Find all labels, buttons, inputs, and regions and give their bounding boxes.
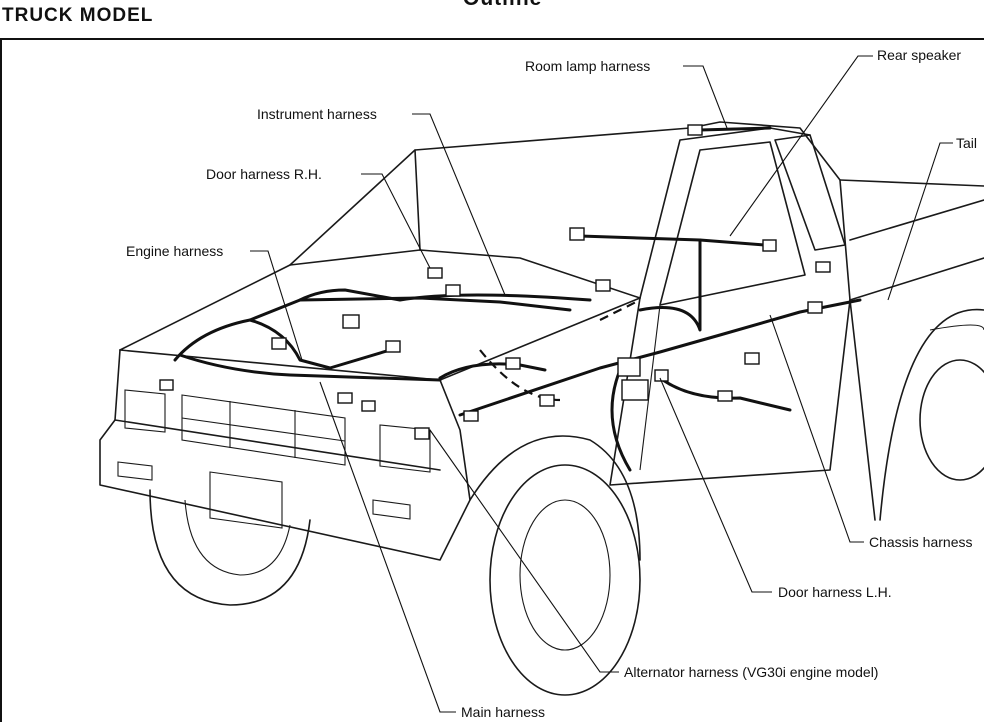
connector xyxy=(621,379,649,401)
connector xyxy=(159,379,174,391)
label-chassis-harness: Chassis harness xyxy=(869,534,973,550)
connector xyxy=(271,337,287,350)
label-door-harness-rh: Door harness R.H. xyxy=(206,166,322,182)
connector xyxy=(744,352,760,365)
page-title: Outline xyxy=(463,0,542,11)
connector xyxy=(361,400,376,412)
harness-labels: Room lamp harness Rear speaker Instrumen… xyxy=(126,47,977,720)
frame-top-rule xyxy=(0,38,984,40)
connector xyxy=(539,394,555,407)
connector xyxy=(717,390,733,402)
connector xyxy=(595,279,611,292)
truck-body-outline xyxy=(99,121,984,696)
label-instrument-harness: Instrument harness xyxy=(257,106,377,122)
label-tail: Tail xyxy=(956,135,977,151)
connector xyxy=(654,369,669,382)
connectors xyxy=(159,124,831,440)
connector xyxy=(445,284,461,297)
connector xyxy=(342,314,360,329)
connector xyxy=(687,124,703,136)
connector xyxy=(385,340,401,353)
label-room-lamp-harness: Room lamp harness xyxy=(525,58,650,74)
label-main-harness: Main harness xyxy=(461,704,545,720)
connector xyxy=(617,357,641,377)
section-title: TRUCK MODEL xyxy=(2,5,154,26)
connector xyxy=(427,267,443,279)
connector xyxy=(807,301,823,314)
connector xyxy=(463,410,479,422)
label-door-harness-lh: Door harness L.H. xyxy=(778,584,892,600)
connector xyxy=(815,261,831,273)
leader-lines xyxy=(250,55,953,713)
connector xyxy=(337,392,353,404)
connector xyxy=(414,427,430,440)
label-rear-speaker: Rear speaker xyxy=(877,47,961,63)
frame-left-rule xyxy=(0,38,2,722)
connector xyxy=(569,227,585,241)
connector xyxy=(762,239,777,252)
label-alternator-harness: Alternator harness (VG30i engine model) xyxy=(624,664,878,680)
label-engine-harness: Engine harness xyxy=(126,243,223,259)
connector xyxy=(505,357,521,370)
